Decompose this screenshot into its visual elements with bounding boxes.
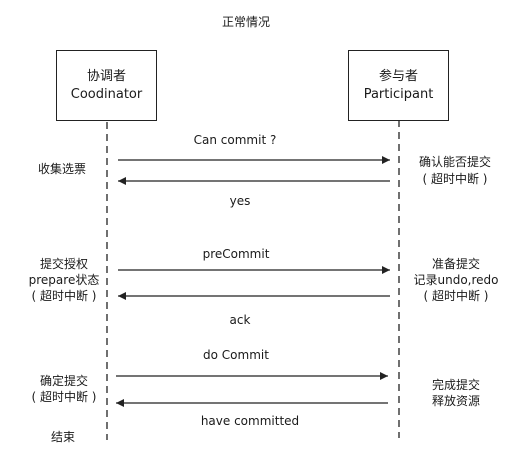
diagram-title: 正常情况 bbox=[221, 15, 270, 29]
can-commit-label: Can commit ? bbox=[193, 133, 277, 147]
coordinator-note-phase3-line1: 确定提交 bbox=[39, 374, 88, 388]
participant-note-phase3-line1: 完成提交 bbox=[431, 378, 480, 392]
yes-label: yes bbox=[229, 194, 251, 208]
coordinator-note-phase1: 收集选票 bbox=[38, 162, 87, 176]
coordinator-box: 协调者 Coodinator bbox=[56, 50, 157, 121]
participant-name-en: Participant bbox=[363, 86, 434, 102]
participant-note-phase2-line1: 准备提交 bbox=[431, 257, 480, 271]
coordinator-note-phase2-line1: 提交授权 bbox=[39, 257, 88, 271]
coordinator-name-cn: 协调者 bbox=[86, 68, 126, 84]
participant-note-phase2-line3: ( 超时中断 ) bbox=[423, 289, 489, 303]
precommit-label: preCommit bbox=[202, 247, 270, 261]
participant-note-phase2-line2: 记录undo,redo bbox=[413, 273, 499, 287]
end-label: 结束 bbox=[51, 430, 76, 444]
do-commit-label: do Commit bbox=[203, 348, 269, 362]
coordinator-note-phase2-line3: ( 超时中断 ) bbox=[31, 289, 97, 303]
coordinator-note-phase2-line2: prepare状态 bbox=[28, 273, 100, 287]
coordinator-name-en: Coodinator bbox=[70, 86, 143, 102]
participant-note-phase3-line2: 释放资源 bbox=[431, 394, 480, 408]
have-committed-label: have committed bbox=[200, 414, 300, 428]
participant-name-cn: 参与者 bbox=[378, 68, 418, 84]
ack-label: ack bbox=[229, 313, 251, 327]
participant-note-phase1-line1: 确认能否提交 bbox=[418, 155, 491, 169]
coordinator-note-phase3-line2: ( 超时中断 ) bbox=[31, 390, 97, 404]
participant-note-phase1-line2: ( 超时中断 ) bbox=[422, 172, 488, 186]
participant-box: 参与者 Participant bbox=[348, 50, 449, 121]
